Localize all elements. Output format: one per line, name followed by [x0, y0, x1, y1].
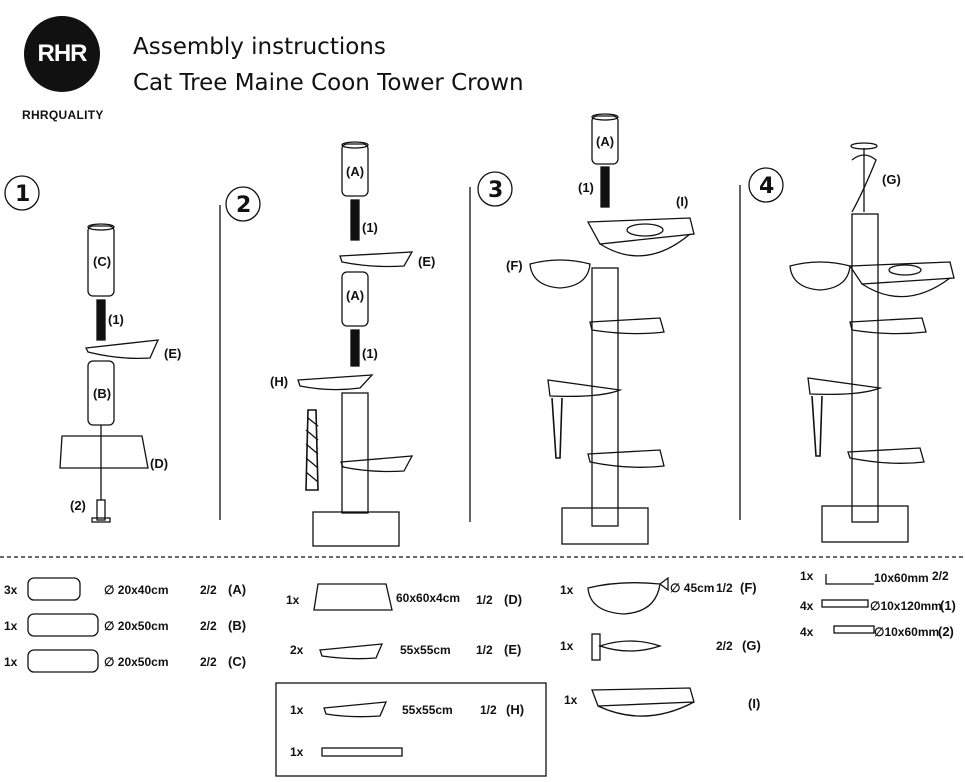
step-2-label-h: (H) — [270, 374, 288, 389]
step-3-circle — [477, 171, 513, 207]
part-f-fraction: 1/2 — [716, 581, 733, 595]
step-3-number: 3 — [488, 178, 503, 203]
step-2-drawing — [297, 141, 414, 547]
step-4-number: 4 — [759, 174, 774, 199]
step-1-circle — [4, 175, 40, 211]
part-h-code: (H) — [506, 702, 524, 717]
part-c-fraction: 2/2 — [200, 655, 217, 669]
step-3-label-a: (A) — [596, 134, 614, 149]
step-2-label-a1: (A) — [346, 164, 364, 179]
part-b-fraction: 2/2 — [200, 619, 217, 633]
part-f-qty: 1x — [560, 583, 574, 597]
part-b-qty: 1x — [4, 619, 18, 633]
part-c-qty: 1x — [4, 655, 18, 669]
part-a-spec: ∅ 20x40cm — [104, 583, 169, 597]
part-d-spec: 60x60x4cm — [396, 591, 460, 605]
part-e-qty: 2x — [290, 643, 304, 657]
part-key-spec: 10x60mm — [874, 571, 929, 585]
part-h-fraction: 1/2 — [480, 703, 497, 717]
step-2-circle — [225, 186, 261, 222]
part-h-spec: 55x55cm — [402, 703, 453, 717]
part-2-code: (2) — [938, 624, 954, 639]
part-1-qty: 4x — [800, 599, 814, 613]
rhr-logo: RHR — [24, 16, 100, 92]
part-g-fraction: 2/2 — [716, 639, 733, 653]
step-3-label-1: (1) — [578, 180, 594, 195]
step-1-label-2: (2) — [70, 498, 86, 513]
part-h-qty: 1x — [290, 703, 304, 717]
part-b-spec: ∅ 20x50cm — [104, 619, 169, 633]
title-line-1: Assembly instructions — [133, 34, 386, 60]
part-c-spec: ∅ 20x50cm — [104, 655, 169, 669]
title-line-2: Cat Tree Maine Coon Tower Crown — [133, 70, 524, 96]
part-b-code: (B) — [228, 618, 246, 633]
step-1-label-d: (D) — [150, 456, 168, 471]
step-2-number: 2 — [236, 193, 251, 218]
part-d-qty: 1x — [286, 593, 300, 607]
step-2-label-a2: (A) — [346, 288, 364, 303]
part-g-qty: 1x — [560, 639, 574, 653]
part-2-spec: ∅10x60mm — [874, 625, 939, 639]
step-4-drawing — [789, 142, 955, 543]
part-1-spec: ∅10x120mm — [870, 599, 942, 613]
parts-drawings — [27, 574, 875, 777]
part-g-code: (G) — [742, 638, 761, 653]
logo-text: RHR — [37, 40, 88, 67]
part-a-qty: 3x — [4, 583, 18, 597]
step-1-label-b: (B) — [93, 386, 111, 401]
part-key-fraction: 2/2 — [932, 569, 949, 583]
part-a-fraction: 2/2 — [200, 583, 217, 597]
part-key-qty: 1x — [800, 569, 814, 583]
step-3-label-i: (I) — [676, 194, 688, 209]
step-3-label-f: (F) — [506, 258, 523, 273]
part-1-code: (1) — [940, 598, 956, 613]
part-d-code: (D) — [504, 592, 522, 607]
part-f-code: (F) — [740, 580, 757, 595]
part-rope-qty: 1x — [290, 745, 304, 759]
part-e-spec: 55x55cm — [400, 643, 451, 657]
step-4-label-g: (G) — [882, 172, 901, 187]
brand-name: RHRQUALITY — [22, 108, 104, 122]
step-1-number: 1 — [15, 182, 30, 207]
part-i-qty: 1x — [564, 693, 578, 707]
step-2-label-e: (E) — [418, 254, 435, 269]
part-f-spec: ∅ 45cm — [670, 581, 714, 595]
part-e-code: (E) — [504, 642, 521, 657]
part-e-fraction: 1/2 — [476, 643, 493, 657]
step-1-label-c: (C) — [93, 254, 111, 269]
step-2-label-1b: (1) — [362, 346, 378, 361]
step-1-drawing — [59, 223, 160, 523]
step-4-circle — [748, 167, 784, 203]
step-1-label-e: (E) — [164, 346, 181, 361]
part-c-code: (C) — [228, 654, 246, 669]
part-a-code: (A) — [228, 582, 246, 597]
part-i-code: (I) — [748, 696, 760, 711]
part-2-qty: 4x — [800, 625, 814, 639]
part-d-fraction: 1/2 — [476, 593, 493, 607]
step-2-label-1a: (1) — [362, 220, 378, 235]
step-1-label-1: (1) — [108, 312, 124, 327]
step-3-drawing — [529, 113, 695, 545]
